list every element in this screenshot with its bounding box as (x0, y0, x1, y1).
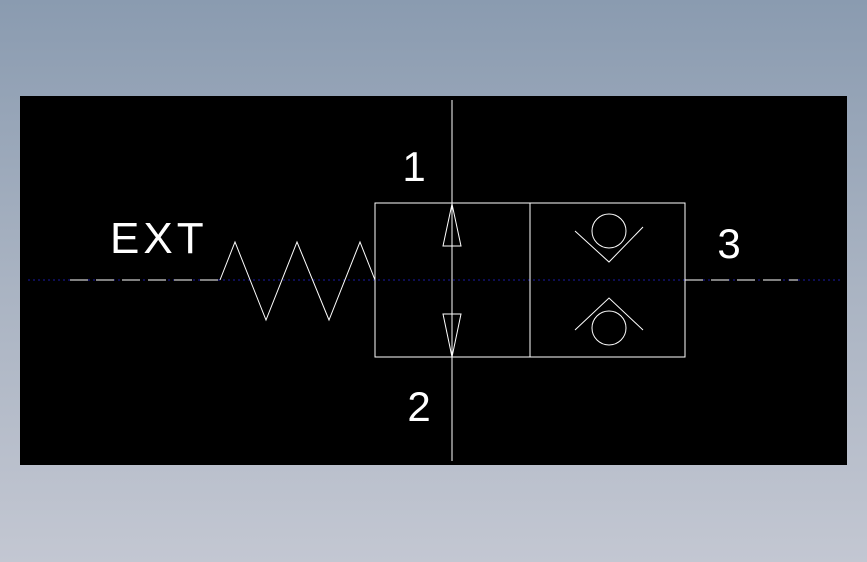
port-2-label: 2 (407, 383, 430, 430)
port-3-label: 3 (717, 220, 740, 267)
ext-label: EXT (110, 214, 208, 263)
flow-arrow-up (442, 203, 462, 247)
schematic-canvas: 1 2 3 EXT (20, 96, 847, 465)
check-valve-top (574, 213, 644, 263)
spring-symbol (219, 240, 376, 322)
flow-arrow-down (442, 313, 462, 358)
valve-envelope-right (529, 202, 686, 358)
port-1-label: 1 (402, 143, 425, 190)
check-valve-bottom (574, 297, 644, 346)
valve-symbol-svg: 1 2 3 EXT (28, 100, 840, 461)
